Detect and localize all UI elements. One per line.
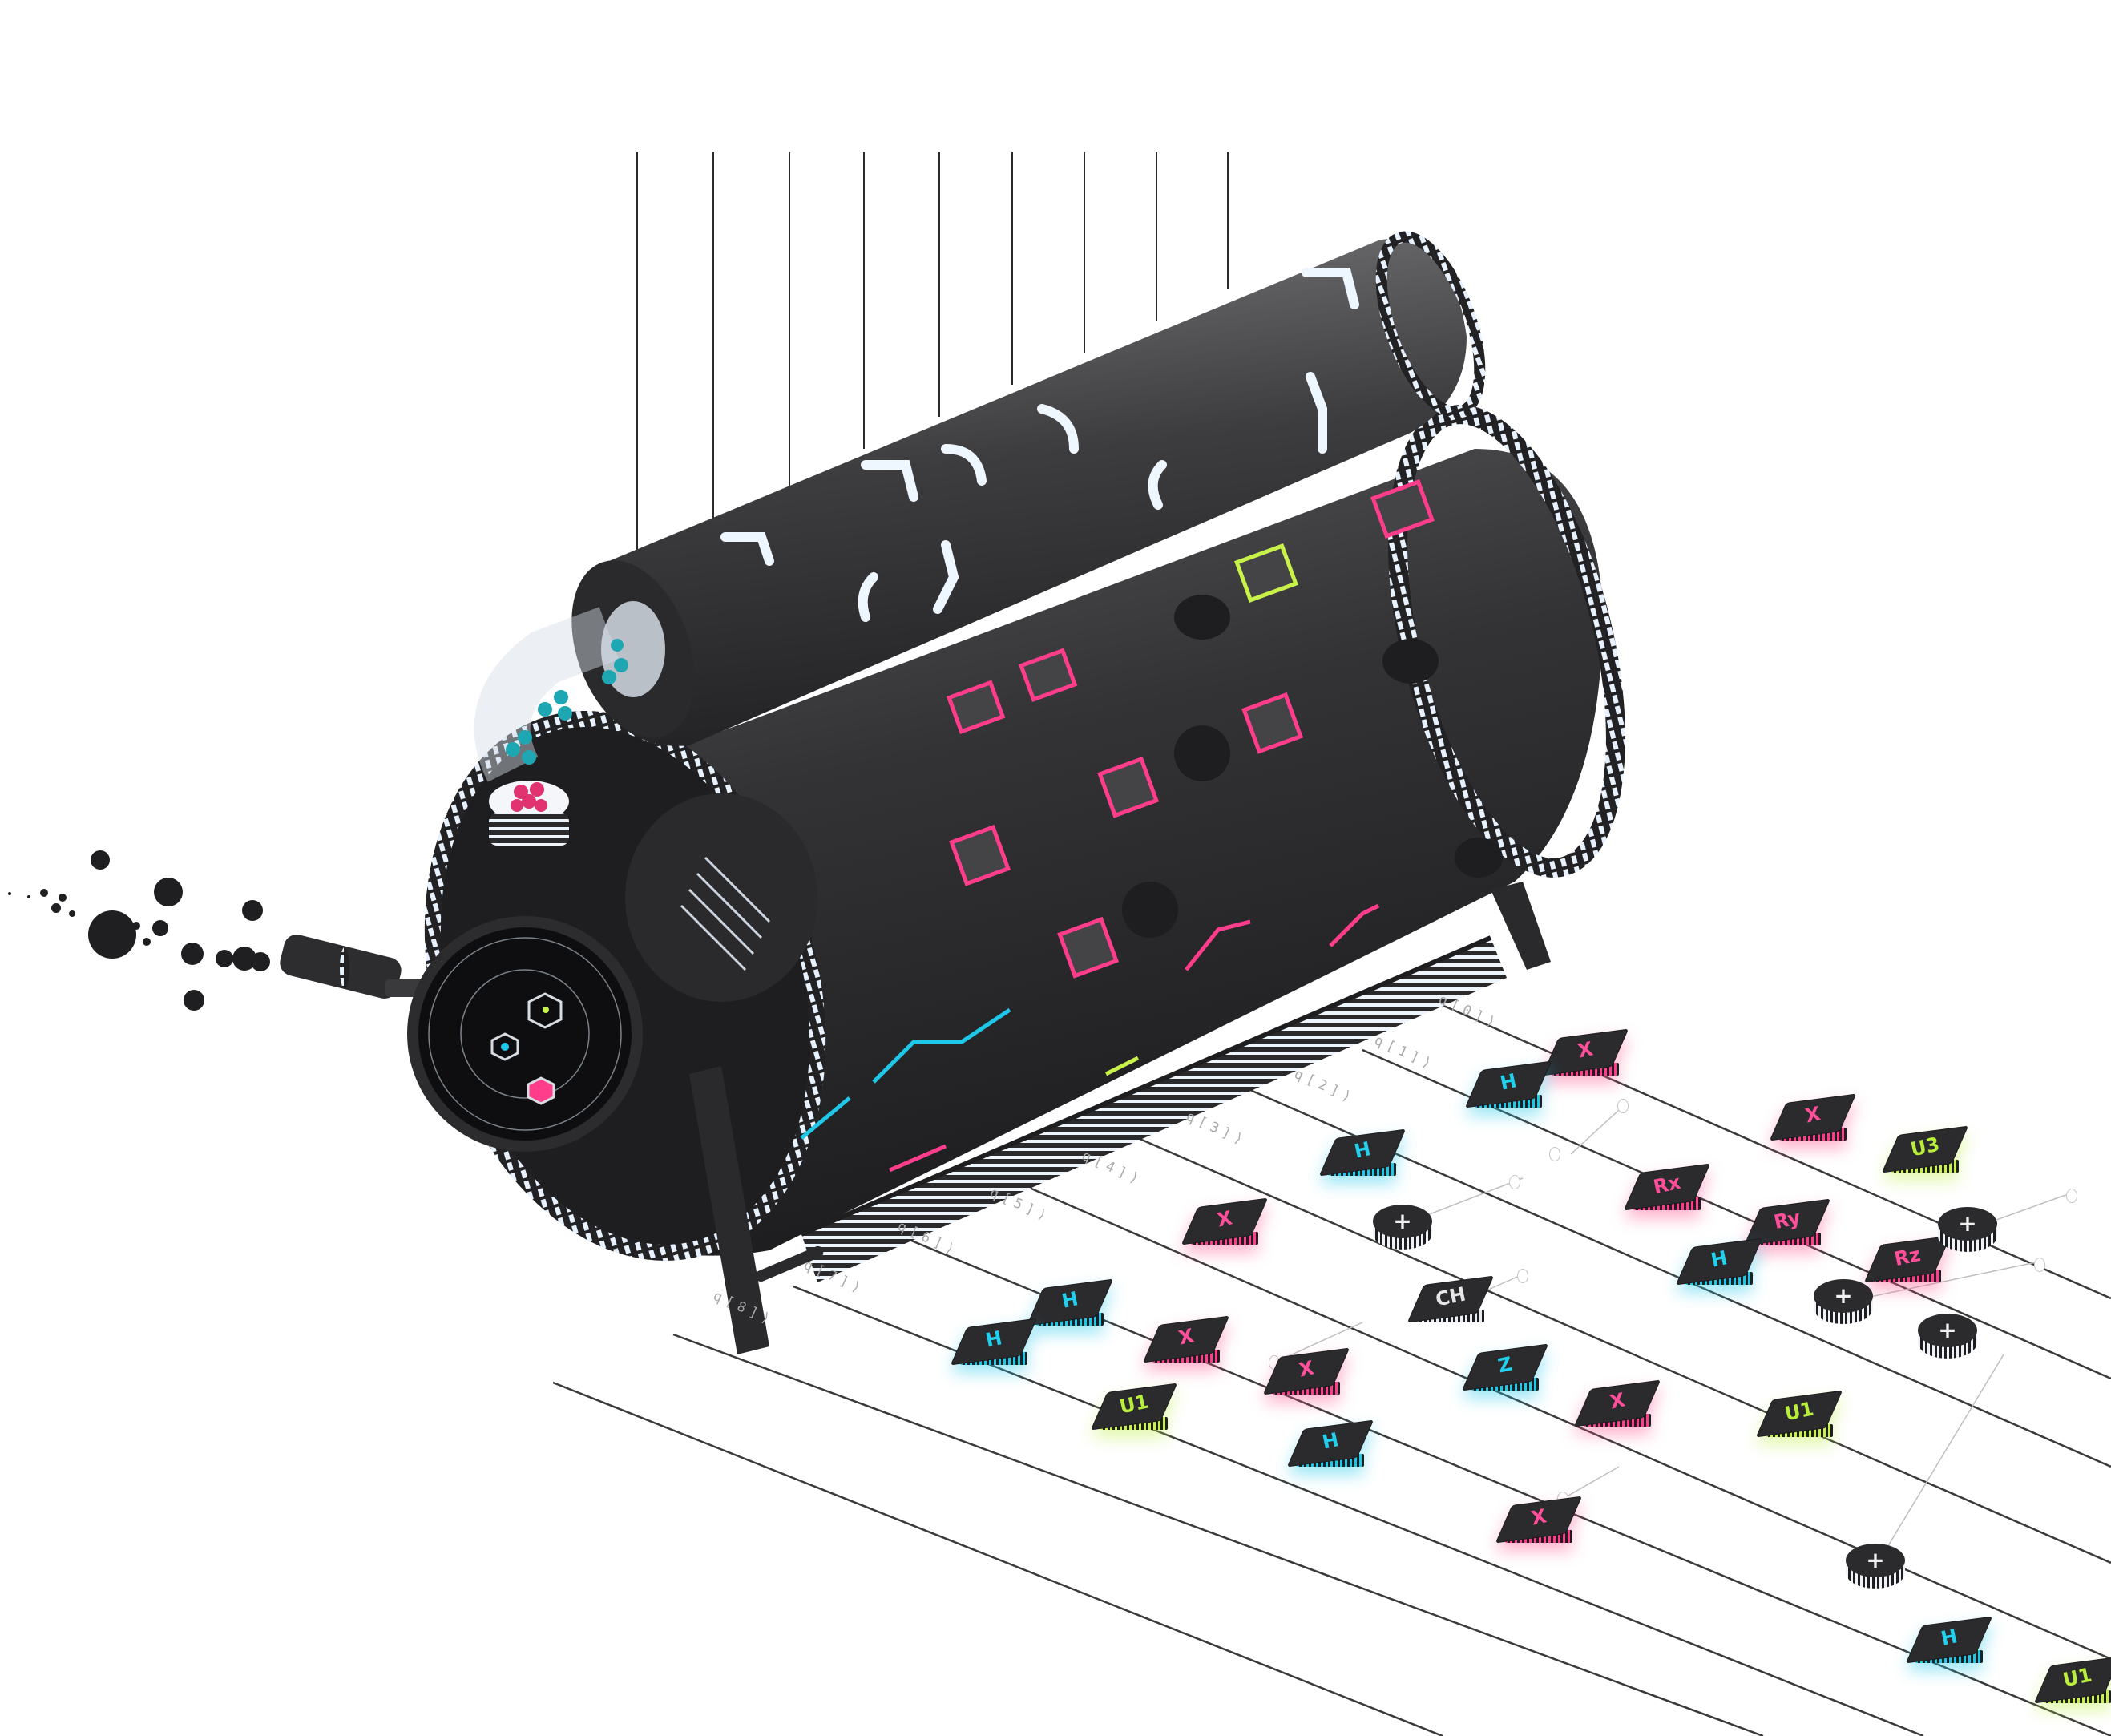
gate-x: X — [1264, 1348, 1349, 1404]
control-node — [2066, 1189, 2077, 1203]
gate-u3: U3 — [1883, 1126, 1968, 1182]
control-panel — [407, 916, 643, 1152]
plus-icon: + — [1958, 1210, 1977, 1237]
gate-h: H — [1288, 1420, 1373, 1476]
plus-icon: + — [1834, 1282, 1853, 1309]
gate-ch: CH — [1408, 1276, 1493, 1332]
gate-rx: Rx — [1625, 1164, 1709, 1220]
cnot-target: + — [1918, 1314, 1977, 1360]
control-node — [1517, 1269, 1528, 1283]
suspension-wires — [636, 152, 1229, 553]
gate-h: H — [951, 1318, 1036, 1375]
gate-x: X — [1575, 1380, 1660, 1436]
control-node — [2034, 1258, 2045, 1272]
gate-z: Z — [1463, 1344, 1548, 1400]
gate-x: X — [1543, 1029, 1628, 1085]
gate-h: H — [1907, 1617, 1992, 1673]
gate-ry: Ry — [1745, 1199, 1830, 1255]
cnot-target: + — [1938, 1207, 1997, 1254]
gate-x: X — [1144, 1316, 1229, 1372]
control-node — [1549, 1147, 1560, 1161]
gate-x: X — [1496, 1496, 1581, 1552]
gate-x: X — [1182, 1198, 1267, 1254]
plus-icon: + — [1866, 1547, 1885, 1573]
gate-h: H — [1677, 1238, 1762, 1294]
cnot-target: + — [1814, 1279, 1873, 1326]
gate-rz: Rz — [1865, 1236, 1950, 1292]
bottom-rollers — [800, 935, 1507, 1282]
gate-h: H — [1320, 1129, 1405, 1185]
top-roller — [571, 231, 1486, 746]
gate-h: H — [1466, 1061, 1551, 1117]
surface-dials — [1122, 595, 1503, 938]
plus-icon: + — [1393, 1208, 1412, 1234]
gate-u1: U1 — [1757, 1391, 1842, 1447]
gate-u1: U1 — [1092, 1383, 1177, 1439]
particle-stream — [8, 850, 270, 1011]
surface-chips — [800, 479, 1435, 1173]
support-legs — [689, 882, 1551, 1354]
cnot-target: + — [1846, 1544, 1905, 1590]
particle-tube — [474, 607, 628, 846]
gate-h: H — [1027, 1279, 1112, 1335]
cnot-target: + — [1373, 1205, 1432, 1251]
control-node — [1509, 1175, 1520, 1189]
plus-icon: + — [1938, 1317, 1957, 1343]
gate-u1: U1 — [2035, 1657, 2111, 1713]
control-node — [1617, 1099, 1629, 1113]
gate-x: X — [1770, 1094, 1855, 1150]
